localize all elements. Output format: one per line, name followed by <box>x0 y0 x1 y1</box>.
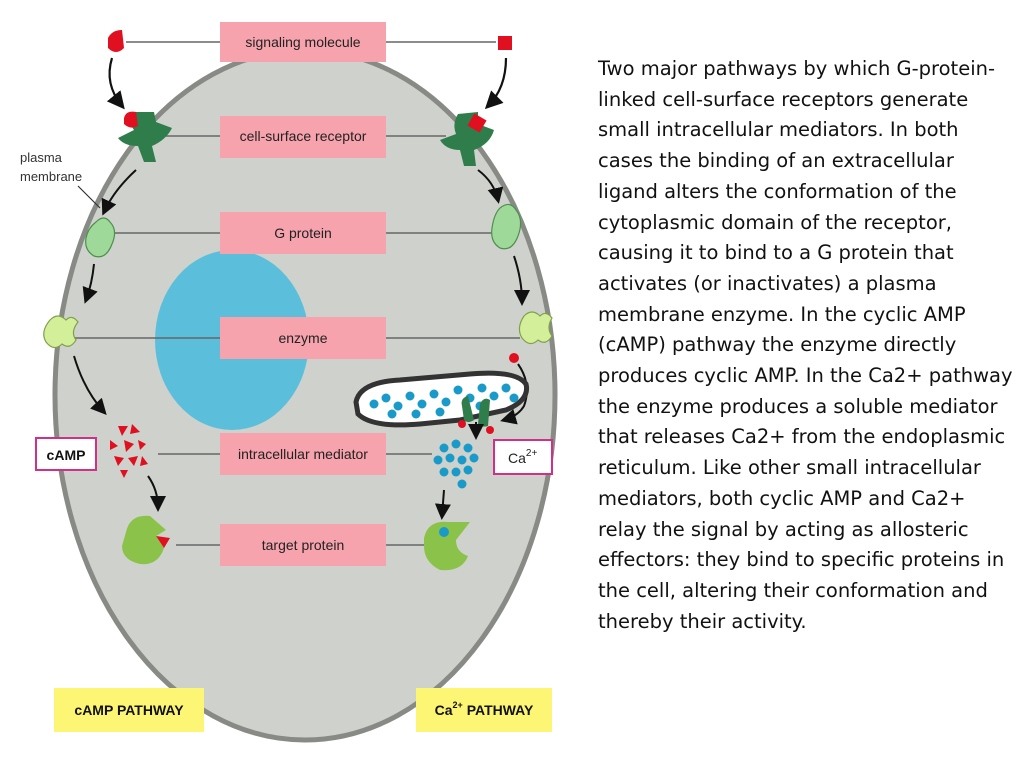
camp-pathway-text: cAMP PATHWAY <box>74 702 184 718</box>
g-protein-left <box>85 217 116 258</box>
label-intracellular-mediator: intracellular mediator <box>238 446 368 462</box>
arrow-right-2 <box>477 169 504 204</box>
signal-dot-right <box>509 353 519 363</box>
arrow-right-6 <box>434 489 451 520</box>
plasma-membrane-line1: plasma <box>20 150 63 165</box>
ca-label-superscript: 2+ <box>526 448 538 459</box>
enzyme-left <box>43 315 79 349</box>
er-calcium-dots <box>369 383 519 419</box>
target-protein-right <box>424 521 470 571</box>
ca-pathway-superscript: 2+ <box>453 700 463 710</box>
plasma-membrane-label: plasma membrane <box>20 150 101 209</box>
ca-label-base: Ca <box>508 450 526 466</box>
label-box-g-protein: G protein <box>220 212 386 254</box>
ca-pathway-label: Ca2+ PATHWAY <box>416 688 552 732</box>
label-g-protein: G protein <box>274 225 332 241</box>
label-cell-surface-receptor: cell-surface receptor <box>240 128 367 144</box>
label-box-enzyme: enzyme <box>220 317 386 359</box>
label-enzyme: enzyme <box>278 330 327 346</box>
label-box-intracellular-mediator: intracellular mediator <box>220 433 386 475</box>
camp-pathway-label: cAMP PATHWAY <box>54 688 204 732</box>
label-signaling-molecule: signaling molecule <box>245 34 360 50</box>
description-text: Two major pathways by which G-protein-li… <box>598 57 1013 633</box>
label-box-cell-surface-receptor: cell-surface receptor <box>220 116 386 158</box>
camp-molecules <box>110 424 148 478</box>
arrow-left-3 <box>82 263 98 304</box>
camp-label-text: cAMP <box>47 447 86 463</box>
arrow-left-4 <box>73 355 107 415</box>
arrow-right-3 <box>513 255 530 306</box>
receptor-right <box>440 112 494 166</box>
arrow-left-2 <box>101 169 137 216</box>
arrow-left-5 <box>147 475 166 512</box>
signaling-molecule-right <box>498 36 512 50</box>
svg-text:Ca2+: Ca2+ <box>508 448 537 466</box>
pathway-diagram: signaling molecule cell-surface receptor… <box>20 22 558 743</box>
signaling-molecule-left <box>108 30 124 52</box>
arrow-left-1 <box>106 57 125 110</box>
g-protein-right <box>491 203 522 250</box>
released-calcium-dots <box>433 439 479 489</box>
label-box-signaling-molecule: signaling molecule <box>220 22 386 62</box>
target-protein-left <box>122 515 170 565</box>
label-target-protein: target protein <box>262 537 345 553</box>
arrow-right-4 <box>500 363 528 425</box>
plasma-membrane-line2: membrane <box>20 169 82 184</box>
svg-text:Ca2+ PATHWAY: Ca2+ PATHWAY <box>435 700 534 718</box>
arrow-right-1 <box>484 57 508 110</box>
label-box-target-protein: target protein <box>220 524 386 566</box>
ca-pathway-base: Ca <box>435 702 453 718</box>
er-channel <box>458 396 494 434</box>
receptor-left <box>118 111 172 162</box>
enzyme-right <box>518 311 553 345</box>
ca-label: Ca2+ <box>493 439 553 475</box>
connector-lines <box>72 41 520 546</box>
ca-pathway-rest: PATHWAY <box>463 702 534 718</box>
camp-label: cAMP <box>35 437 97 471</box>
